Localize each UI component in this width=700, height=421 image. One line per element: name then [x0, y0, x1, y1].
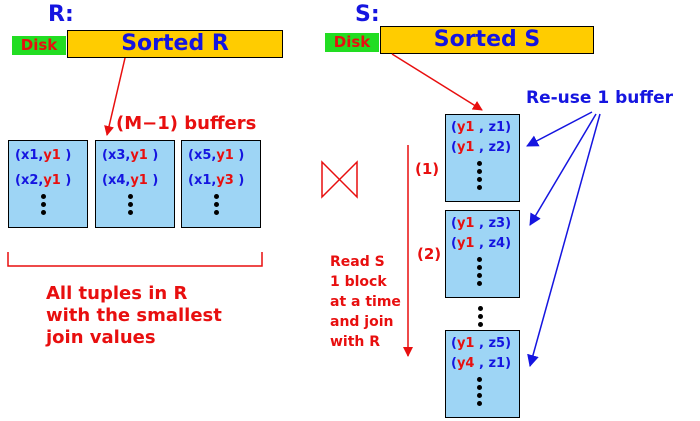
bowtie-icon: [321, 160, 358, 199]
tuple: (x2,y1 ): [15, 173, 72, 188]
caption-line: 1 block: [330, 274, 387, 290]
more-dots: [214, 194, 220, 218]
caption-line: with the smallest: [46, 305, 222, 326]
r-bracket: [7, 252, 263, 267]
step-2-label: (2): [417, 245, 442, 263]
tuple: (y1 , z3): [451, 216, 512, 231]
s-sorted-bar: Sorted S: [380, 26, 594, 54]
r-disk-label: Disk: [12, 36, 66, 55]
tuple: (x1,y3 ): [188, 173, 245, 188]
reuse-arrow-3: [527, 113, 601, 367]
tuple: (x1,y1 ): [15, 148, 72, 163]
caption-line: and join: [330, 314, 394, 330]
caption-line: All tuples in R: [46, 283, 188, 304]
tuple: (x4,y1 ): [102, 173, 159, 188]
r-title: R:: [48, 2, 74, 27]
caption-line: join values: [46, 327, 156, 348]
r-buffer-2: (x3,y1 ) (x4,y1 ): [95, 140, 175, 228]
more-dots: [128, 194, 134, 218]
between-dots: [478, 306, 484, 330]
reuse-arrow-2: [529, 113, 597, 226]
tuple: (x5,y1 ): [188, 148, 245, 163]
tuple: (y4 , z1): [451, 356, 512, 371]
more-dots: [41, 194, 47, 218]
more-dots: [477, 257, 483, 289]
read-s-caption: Read S 1 block at a time and join with R: [330, 252, 401, 352]
tuple: (x3,y1 ): [102, 148, 159, 163]
s-title: S:: [355, 2, 380, 27]
s-read-arrow: [391, 53, 483, 111]
reuse-arrow-1: [526, 111, 593, 147]
buffers-label: (M−1) buffers: [116, 113, 257, 134]
r-buffer-1: (x1,y1 ) (x2,y1 ): [8, 140, 88, 228]
tuple: (y1 , z5): [451, 336, 512, 351]
r-read-arrow: [104, 57, 126, 136]
more-dots: [477, 161, 483, 193]
s-buffer-1: (y1 , z1) (y1 , z2): [445, 114, 520, 202]
s-buffer-3: (y1 , z5) (y4 , z1): [445, 330, 520, 418]
r-sorted-bar: Sorted R: [67, 30, 283, 58]
r-buffer-3: (x5,y1 ) (x1,y3 ): [181, 140, 261, 228]
caption-line: with R: [330, 334, 381, 350]
tuple: (y1 , z2): [451, 140, 512, 155]
s-disk-label: Disk: [325, 33, 379, 52]
caption-line: at a time: [330, 294, 401, 310]
reuse-label: Re-use 1 buffer: [526, 88, 674, 108]
s-buffer-2: (y1 , z3) (y1 , z4): [445, 210, 520, 298]
more-dots: [477, 377, 483, 409]
caption-line: Read S: [330, 254, 385, 270]
step-1-label: (1): [415, 160, 440, 178]
tuple: (y1 , z4): [451, 236, 512, 251]
r-caption: All tuples in R with the smallest join v…: [46, 283, 222, 349]
tuple: (y1 , z1): [451, 120, 512, 135]
